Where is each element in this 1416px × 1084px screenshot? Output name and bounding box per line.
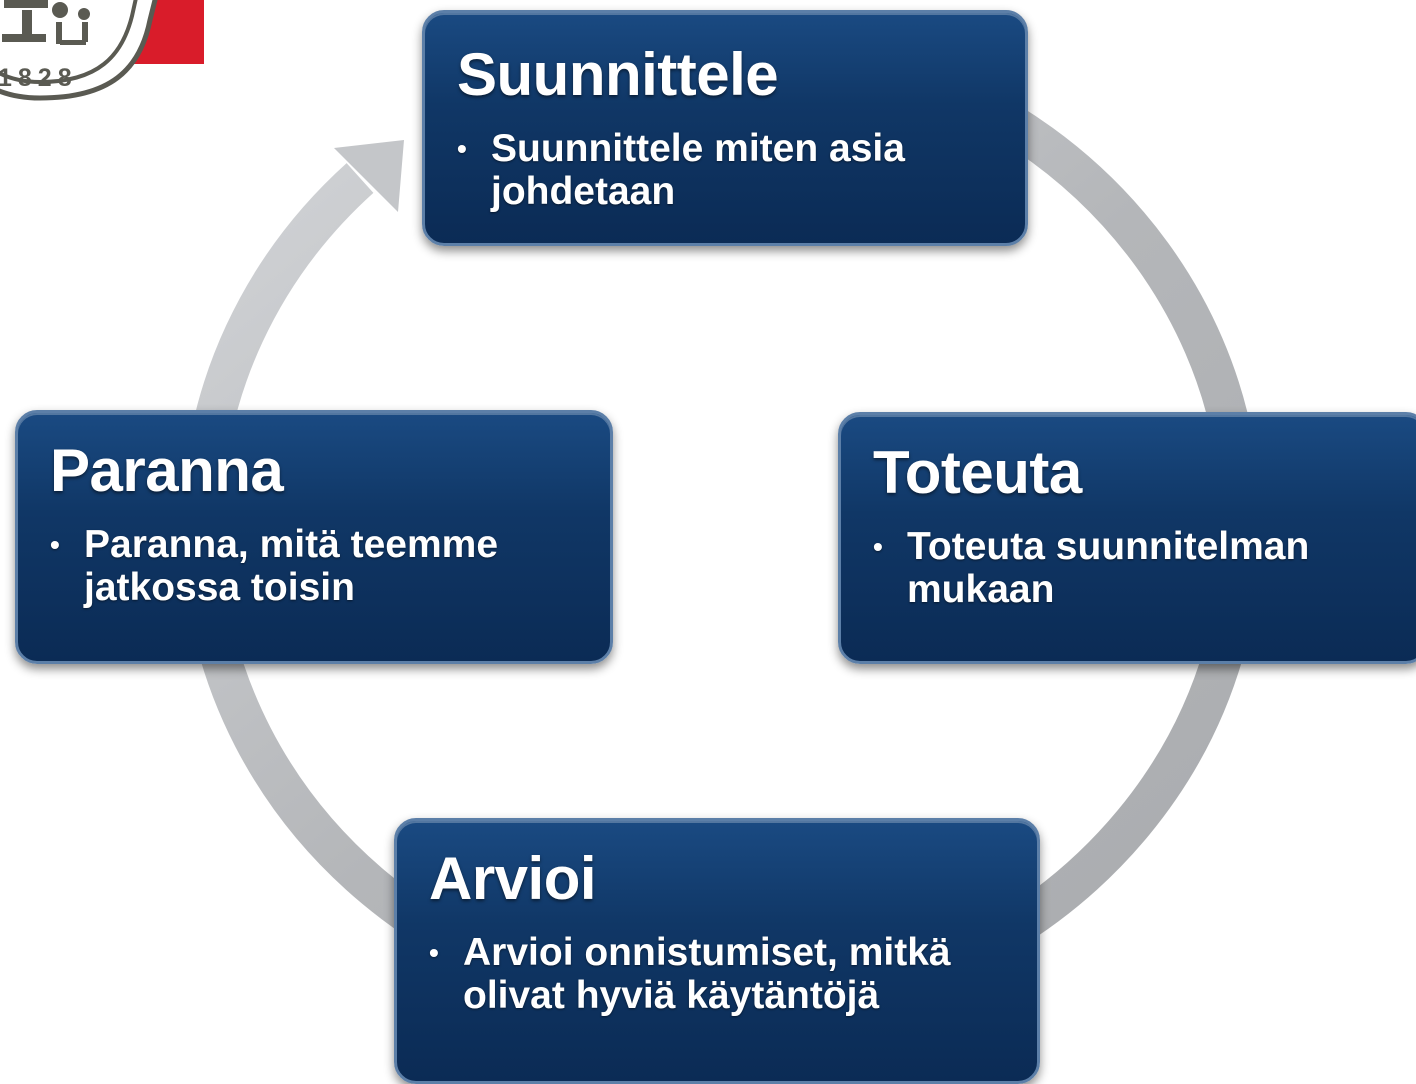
step-title: Toteuta bbox=[873, 439, 1082, 506]
bullet-dot-icon: • bbox=[50, 529, 60, 560]
cycle-arrowhead bbox=[334, 140, 404, 212]
step-bullet: • Arvioi onnistumiset, mitkä olivat hyvi… bbox=[429, 931, 1007, 1017]
bullet-dot-icon: • bbox=[429, 937, 439, 968]
step-title: Paranna bbox=[50, 437, 284, 504]
step-bullet: • Suunnittele miten asia johdetaan bbox=[457, 127, 995, 213]
logo-seal-inner bbox=[0, 0, 138, 85]
logo-emblem-icon bbox=[2, 0, 90, 45]
institution-logo: 1828 bbox=[0, 0, 204, 101]
bullet-dot-icon: • bbox=[873, 531, 883, 562]
step-bullet-text: Suunnittele miten asia johdetaan bbox=[491, 127, 905, 213]
step-box-arvioi: Arvioi • Arvioi onnistumiset, mitkä oliv… bbox=[394, 818, 1040, 1084]
step-title: Suunnittele bbox=[457, 41, 779, 108]
step-box-paranna: Paranna • Paranna, mitä teemme jatkossa … bbox=[15, 410, 613, 664]
step-bullet-text: Arvioi onnistumiset, mitkä olivat hyviä … bbox=[463, 931, 951, 1017]
step-box-toteuta: Toteuta • Toteuta suunnitelman mukaan bbox=[838, 412, 1416, 664]
step-bullet-text: Paranna, mitä teemme jatkossa toisin bbox=[84, 523, 499, 609]
logo-year: 1828 bbox=[0, 64, 78, 92]
step-bullet-text: Toteuta suunnitelman mukaan bbox=[907, 525, 1310, 611]
logo-seal bbox=[0, 0, 158, 101]
bullet-dot-icon: • bbox=[457, 133, 467, 164]
step-bullet: • Paranna, mitä teemme jatkossa toisin bbox=[50, 523, 580, 609]
step-title: Arvioi bbox=[429, 845, 597, 912]
step-box-suunnittele: Suunnittele • Suunnittele miten asia joh… bbox=[422, 10, 1028, 246]
step-bullet: • Toteuta suunnitelman mukaan bbox=[873, 525, 1395, 611]
